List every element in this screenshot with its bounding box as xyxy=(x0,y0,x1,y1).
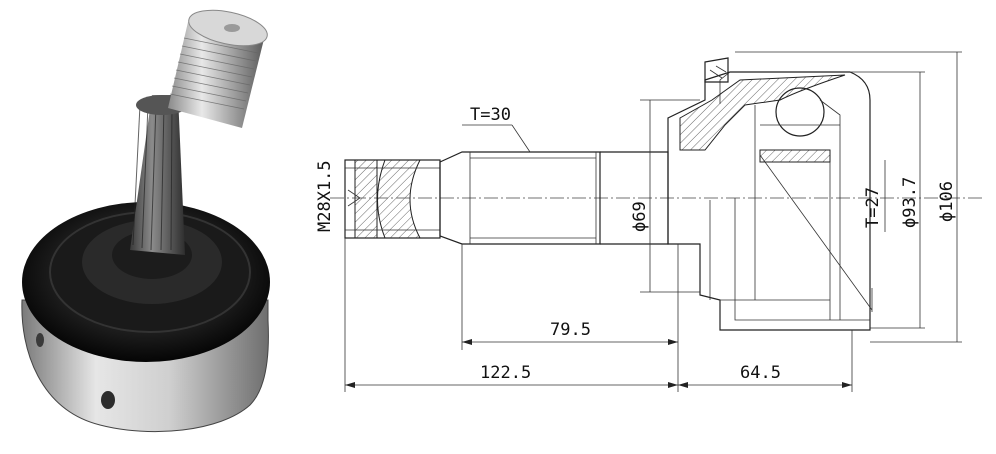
shaft-diameter-dim: ϕ69 xyxy=(630,99,700,293)
dim-79-label: 79.5 xyxy=(550,320,591,340)
technical-drawing: M28X1.5 T=30 ϕ69 T=27 ϕ93.7 xyxy=(315,51,985,392)
dim-64-group: 64.5 xyxy=(678,330,853,392)
inner-spline-label: T=27 xyxy=(863,187,883,228)
dim-122-label: 122.5 xyxy=(480,363,531,383)
bell-diameter-dim: ϕ93.7 xyxy=(850,71,925,329)
dim-79-group: 79.5 xyxy=(461,244,678,350)
spline-label: T=30 xyxy=(470,105,511,125)
spline-callout: T=30 xyxy=(462,105,531,153)
inner-spline-dim: T=27 xyxy=(863,160,886,232)
threaded-end xyxy=(344,159,441,239)
outer-diameter-label: ϕ106 xyxy=(937,181,957,222)
cv-joint-photo xyxy=(21,9,270,433)
outer-diameter-dim: ϕ106 xyxy=(735,51,962,343)
shaft-diameter-label: ϕ69 xyxy=(630,201,650,232)
bell-diameter-label: ϕ93.7 xyxy=(900,177,920,228)
dim-122-group: 122.5 xyxy=(344,238,679,392)
leader-callout xyxy=(759,154,873,312)
dim-64-label: 64.5 xyxy=(740,363,781,383)
thread-label: M28X1.5 xyxy=(315,160,335,232)
bell-housing xyxy=(667,57,871,331)
